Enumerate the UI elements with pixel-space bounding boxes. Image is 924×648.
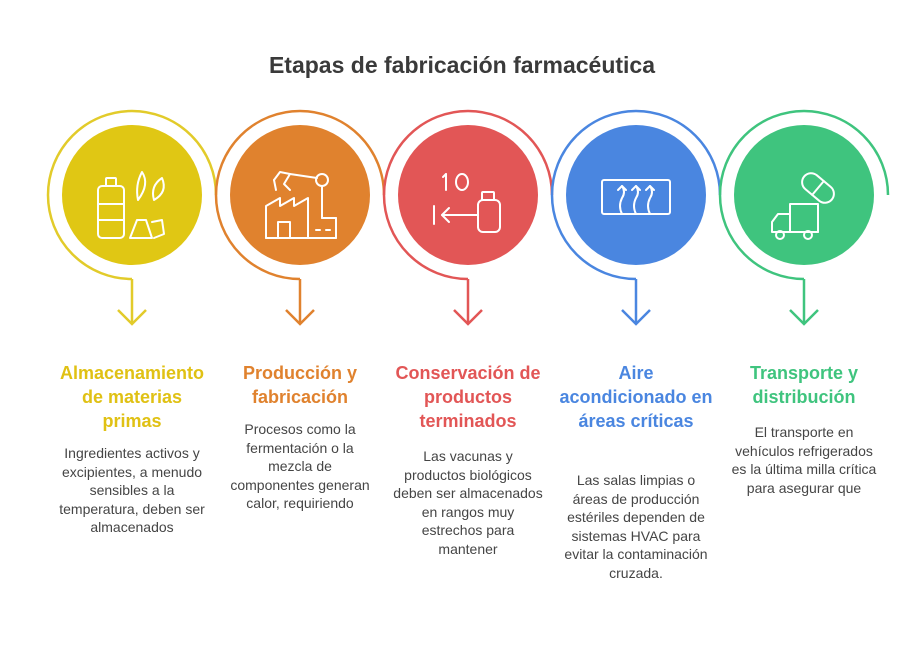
stage-4-desc-block: Las salas limpias o áreas de producción … xyxy=(561,471,711,582)
stage-1-heading: Almacenamiento de materias primas xyxy=(59,363,205,431)
stage-5-desc-block: El transporte en vehículos refrigerados … xyxy=(729,423,879,497)
stage-4-arrow-icon xyxy=(621,309,651,326)
jar-leaf-icon xyxy=(97,171,165,239)
stage-3-circle xyxy=(398,125,538,265)
stage-2-text: Producción y fabricación xyxy=(220,361,380,409)
stage-1-graphic xyxy=(46,109,218,326)
stage-2-arrow-icon xyxy=(285,309,315,326)
stage-1-text: Almacenamiento de materias primas xyxy=(52,361,212,433)
stage-3-ring xyxy=(382,109,554,281)
stage-5-description: El transporte en vehículos refrigerados … xyxy=(731,424,877,496)
stage-2-description: Procesos como la fermentación o la mezcl… xyxy=(230,421,370,511)
stage-3-heading: Conservación de productos terminados xyxy=(395,363,541,431)
stage-2-heading: Producción y fabricación xyxy=(242,363,358,407)
stage-2-desc-block: Procesos como la fermentación o la mezcl… xyxy=(225,420,375,513)
stage-5-graphic xyxy=(718,109,890,326)
stage-5-heading: Transporte y distribución xyxy=(749,363,859,407)
stage-1-arrow-icon xyxy=(117,309,147,326)
diagram-title: Etapas de fabricación farmacéutica xyxy=(268,52,656,78)
truck-pill-icon xyxy=(771,172,835,240)
stage-4-ring xyxy=(550,109,722,281)
stage-3-description: Las vacunas y productos biológicos deben… xyxy=(393,448,543,557)
stage-4-text: Aire acondicionado en áreas críticas xyxy=(556,361,716,433)
stage-3-graphic xyxy=(382,109,554,326)
stage-5-text: Transporte y distribución xyxy=(724,361,884,409)
stage-2-ring xyxy=(214,109,386,281)
stage-4-heading: Aire acondicionado en áreas críticas xyxy=(559,363,713,431)
air-conditioner-icon xyxy=(601,179,671,215)
stage-1-description: Ingredientes activos y excipientes, a me… xyxy=(59,445,205,535)
stage-4-description: Las salas limpias o áreas de producción … xyxy=(564,472,708,581)
stage-2-circle xyxy=(230,125,370,265)
factory-robot-arm-icon xyxy=(265,171,337,239)
stage-4-graphic xyxy=(550,109,722,326)
stage-5-ring xyxy=(718,109,890,281)
stage-1-ring xyxy=(46,109,218,281)
stage-3-desc-block: Las vacunas y productos biológicos deben… xyxy=(393,447,543,558)
stage-2-graphic xyxy=(214,109,386,326)
stage-3-text: Conservación de productos terminados xyxy=(388,361,548,433)
stage-1-desc-block: Ingredientes activos y excipientes, a me… xyxy=(57,444,207,537)
stage-1-circle xyxy=(62,125,202,265)
stage-4-circle xyxy=(566,125,706,265)
stage-5-arrow-icon xyxy=(789,309,819,326)
stage-3-arrow-icon xyxy=(453,309,483,326)
stage-5-circle xyxy=(734,125,874,265)
temperature-bottle-icon xyxy=(433,173,501,233)
